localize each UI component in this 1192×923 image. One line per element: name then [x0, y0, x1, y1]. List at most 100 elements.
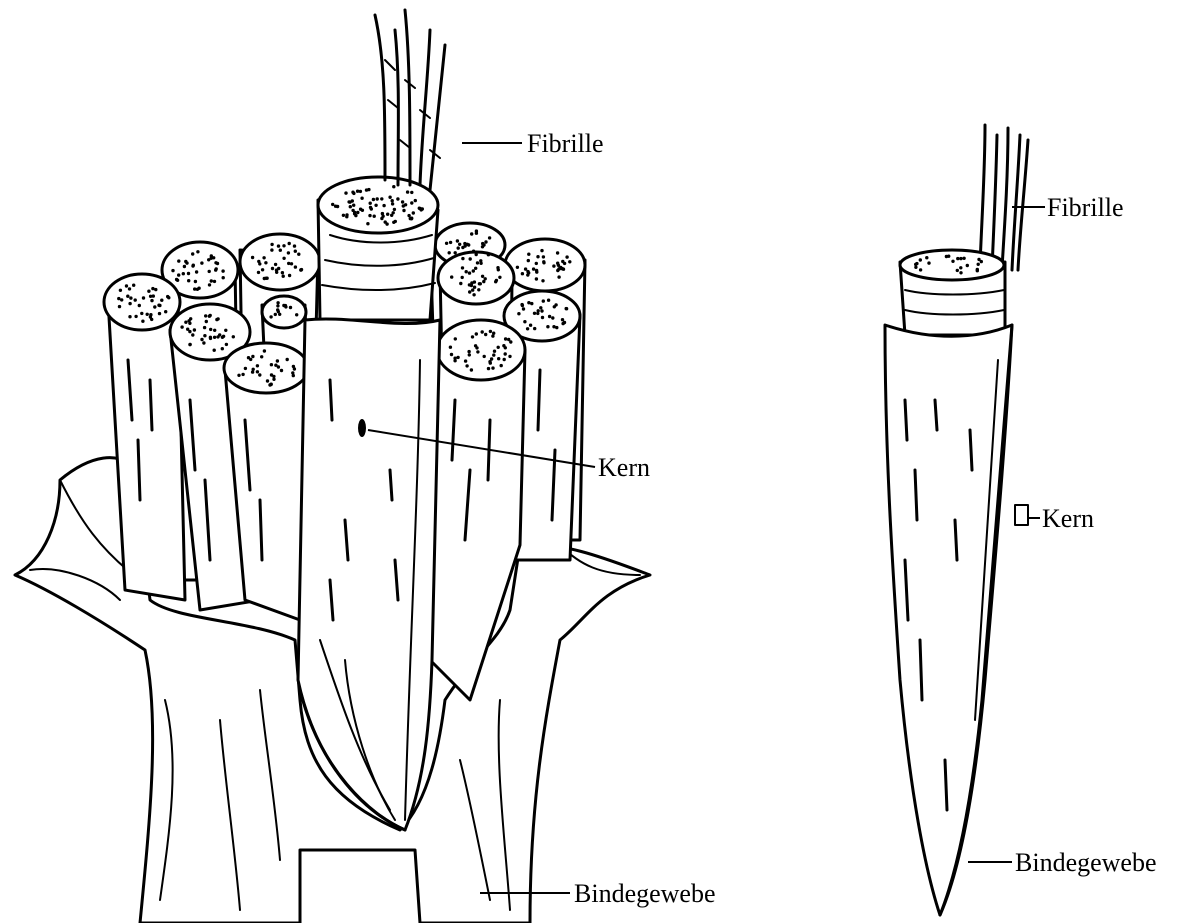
- stipple-dot: [475, 232, 478, 235]
- stipple-dot: [388, 196, 391, 199]
- stipple-dot: [472, 293, 475, 296]
- stipple-dot: [483, 355, 486, 358]
- stipple-dot: [487, 367, 490, 370]
- stipple-dot: [342, 214, 345, 217]
- stipple-dot: [214, 261, 217, 264]
- stipple-dot: [289, 306, 292, 309]
- stipple-dot: [276, 308, 279, 311]
- kern-label: Kern: [598, 453, 650, 482]
- stipple-dot: [160, 299, 163, 302]
- stipple-dot: [270, 363, 273, 366]
- stipple-dot: [407, 214, 410, 217]
- stipple-dot: [204, 314, 207, 317]
- stipple-dot: [189, 317, 192, 320]
- stipple-dot: [484, 277, 487, 280]
- stipple-dot: [274, 263, 277, 266]
- stipple-dot: [195, 270, 198, 273]
- stipple-dot: [542, 260, 545, 263]
- stipple-dot: [261, 268, 264, 271]
- stipple-dot: [119, 289, 122, 292]
- stipple-dot: [192, 264, 195, 267]
- stipple-dot: [278, 313, 281, 316]
- stipple-dot: [171, 269, 174, 272]
- stipple-dot: [557, 275, 560, 278]
- stipple-dot: [196, 250, 199, 253]
- stipple-dot: [213, 280, 216, 283]
- stipple-dot: [914, 266, 917, 269]
- stipple-dot: [561, 318, 564, 321]
- right-bindegewebe-label: Bindegewebe: [1015, 848, 1157, 877]
- stipple-dot: [125, 284, 128, 287]
- stipple-dot: [561, 322, 564, 325]
- stipple-dot: [540, 309, 543, 312]
- stipple-dot: [186, 328, 189, 331]
- stipple-dot: [380, 197, 383, 200]
- stipple-dot: [927, 261, 930, 264]
- stipple-dot: [522, 307, 525, 310]
- stipple-dot: [209, 337, 212, 340]
- stipple-dot: [277, 365, 280, 368]
- stipple-dot: [193, 287, 196, 290]
- stipple-dot: [449, 346, 452, 349]
- stipple-dot: [517, 312, 520, 315]
- stipple-dot: [154, 288, 157, 291]
- stipple-dot: [258, 262, 261, 265]
- stipple-dot: [208, 283, 211, 286]
- stipple-dot: [509, 340, 512, 343]
- stipple-dot: [392, 185, 395, 188]
- stipple-dot: [257, 271, 260, 274]
- stipple-dot: [140, 312, 143, 315]
- stipple-dot: [237, 374, 240, 377]
- stipple-dot: [299, 268, 302, 271]
- stipple-dot: [215, 318, 218, 321]
- stipple-dot: [187, 279, 190, 282]
- stipple-dot: [256, 370, 259, 373]
- stipple-dot: [496, 266, 499, 269]
- stipple-dot: [184, 321, 187, 324]
- stipple-dot: [287, 251, 290, 254]
- stipple-dot: [471, 288, 474, 291]
- stipple-dot: [396, 197, 399, 200]
- stipple-dot: [284, 304, 287, 307]
- stipple-dot: [530, 302, 533, 305]
- stipple-dot: [288, 274, 291, 277]
- stipple-dot: [468, 290, 471, 293]
- stipple-dot: [210, 279, 213, 282]
- stipple-dot: [274, 313, 277, 316]
- stipple-dot: [537, 309, 540, 312]
- stipple-dot: [232, 335, 235, 338]
- stipple-dot: [366, 222, 369, 225]
- stipple-dot: [167, 296, 170, 299]
- stipple-dot: [203, 334, 206, 337]
- stipple-dot: [540, 249, 543, 252]
- stipple-dot: [288, 242, 291, 245]
- stipple-dot: [476, 350, 479, 353]
- stipple-dot: [352, 204, 355, 207]
- stipple-dot: [552, 264, 555, 267]
- stipple-dot: [256, 364, 259, 367]
- stipple-dot: [277, 244, 280, 247]
- stipple-dot: [276, 359, 279, 362]
- stipple-dot: [470, 284, 473, 287]
- stipple-dot: [498, 276, 501, 279]
- stipple-dot: [493, 350, 496, 353]
- stipple-dot: [142, 296, 145, 299]
- stipple-dot: [410, 201, 413, 204]
- stipple-dot: [491, 366, 494, 369]
- stipple-dot: [269, 315, 272, 318]
- stipple-dot: [497, 346, 500, 349]
- stipple-dot: [128, 287, 131, 290]
- stipple-dot: [563, 262, 566, 265]
- stipple-dot: [527, 259, 530, 262]
- stipple-dot: [386, 213, 389, 216]
- stipple-dot: [421, 207, 424, 210]
- stipple-dot: [351, 191, 354, 194]
- stipple-dot: [418, 207, 421, 210]
- stipple-dot: [164, 310, 167, 313]
- stipple-dot: [205, 320, 208, 323]
- stipple-dot: [149, 313, 152, 316]
- stipple-dot: [128, 315, 131, 318]
- stipple-dot: [209, 328, 212, 331]
- stipple-dot: [476, 261, 479, 264]
- stipple-dot: [128, 302, 131, 305]
